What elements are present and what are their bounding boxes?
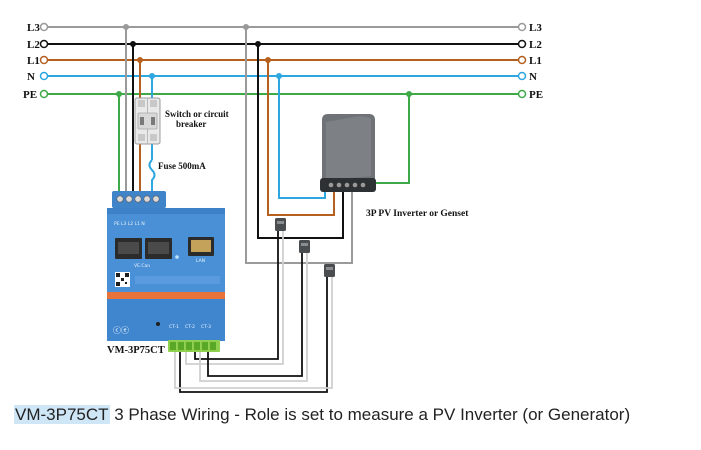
- figure-caption: VM-3P75CT 3 Phase Wiring - Role is set t…: [14, 405, 630, 425]
- breaker-label-line1: Switch or circuit: [165, 109, 229, 119]
- energy-meter: PE L3 L2 L1 N VE.Can LAN ⓒⓔ CT-1 CT-2 CT…: [107, 191, 225, 352]
- caption-text: 3 Phase Wiring - Role is set to measure …: [109, 405, 631, 424]
- bus-label-right-l3: L3: [529, 22, 542, 34]
- inverter-wires: [245, 27, 410, 264]
- svg-text:PE L3 L2 L1 N: PE L3 L2 L1 N: [114, 221, 145, 227]
- ct-label-3: CT-3: [201, 324, 211, 330]
- ct-label-1: CT-1: [169, 324, 179, 330]
- bus-label-left-l3: L3: [27, 22, 40, 34]
- svg-text:ⓒⓔ: ⓒⓔ: [113, 326, 129, 335]
- svg-text:VE.Can: VE.Can: [134, 263, 150, 269]
- bus-label-right-l1: L1: [529, 55, 542, 67]
- current-transformers: [275, 218, 335, 277]
- ct-clamp-l1: [275, 218, 286, 231]
- fuse-label: Fuse 500mA: [158, 161, 206, 171]
- bus-terminals: [39, 22, 527, 99]
- bus-label-left-l1: L1: [27, 55, 40, 67]
- bus-label-left-n: N: [27, 71, 35, 83]
- ct-clamp-l2: [299, 240, 310, 253]
- bus-label-right-l2: L2: [529, 39, 542, 51]
- bus-label-right-n: N: [529, 71, 537, 83]
- ct-clamp-l3: [324, 264, 335, 277]
- circuit-breaker: [134, 97, 161, 145]
- ct-signal-wires: [174, 231, 333, 393]
- caption-highlight: VM-3P75CT: [14, 405, 110, 424]
- inverter-label: 3P PV Inverter or Genset: [366, 209, 469, 219]
- ct-label-2: CT-2: [185, 324, 195, 330]
- bus-labels-right: L3 L2 L1 N PE: [529, 22, 543, 101]
- meter-label: VM-3P75CT: [107, 345, 165, 356]
- wiring-diagram: L3 L2 L1 N PE L3 L2 L1 N PE: [23, 22, 543, 393]
- bus-labels-left: L3 L2 L1 N PE: [23, 22, 40, 101]
- bus-label-right-pe: PE: [529, 89, 543, 101]
- bus-lines: [48, 26, 518, 95]
- bus-label-left-pe: PE: [23, 89, 37, 101]
- junction-dots: [116, 24, 412, 97]
- pv-inverter: [320, 114, 376, 192]
- bus-label-left-l2: L2: [27, 39, 40, 51]
- breaker-label-line2: breaker: [176, 119, 206, 129]
- meter-feed-wires: [118, 27, 156, 192]
- svg-text:LAN: LAN: [196, 258, 205, 264]
